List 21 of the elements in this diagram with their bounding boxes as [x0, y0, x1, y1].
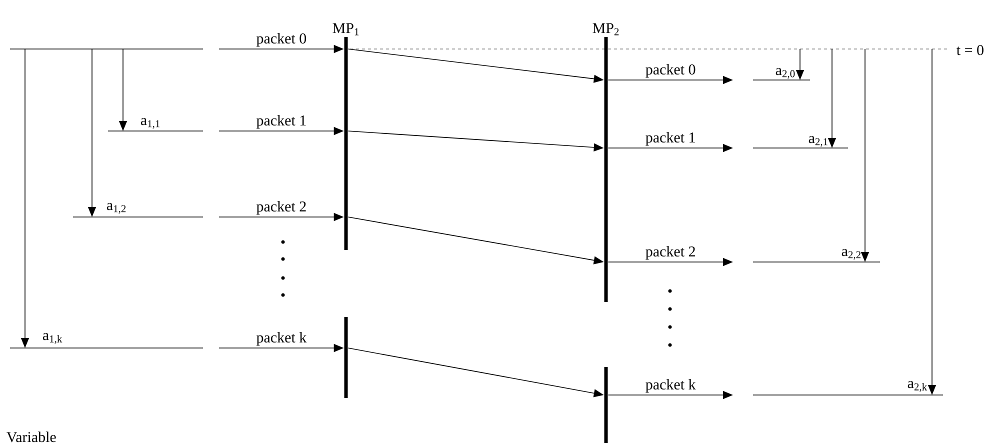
interval-label: a$_{2,0}$ — [776, 68, 795, 79]
interval-label: a$_{1,1}$ — [140, 118, 160, 129]
edge-label: packet 0 — [646, 64, 696, 78]
edge-label: packet 0 — [256, 33, 306, 47]
edge-label: packet k — [256, 332, 307, 346]
interval-label: a$_{2,1}$ — [808, 136, 828, 147]
node-label: MP$_{1}$ — [332, 23, 359, 36]
measurement-bar: MP$_{1}$ — [332, 23, 359, 250]
edge-label: packet 1 — [256, 115, 306, 129]
interval-label: t = 0 — [956, 45, 984, 56]
measurement-bar: MP$_{2}$ — [592, 23, 619, 302]
node-label: MP$_{2}$ — [592, 23, 619, 36]
edge-label: packet 2 — [256, 201, 306, 215]
interval-label: a$_{1,2}$ — [106, 202, 126, 214]
edge-label: packet k — [646, 379, 696, 393]
interval-label: a$_{1,k}$ — [42, 332, 62, 344]
edge-label: packet 2 — [646, 246, 695, 260]
interval-label: Variable — [6, 432, 56, 442]
edge-label: packet 1 — [646, 132, 695, 146]
interval-label: a$_{2,2}$ — [842, 248, 861, 260]
interval-label: a$_{2,k}$ — [908, 380, 928, 392]
